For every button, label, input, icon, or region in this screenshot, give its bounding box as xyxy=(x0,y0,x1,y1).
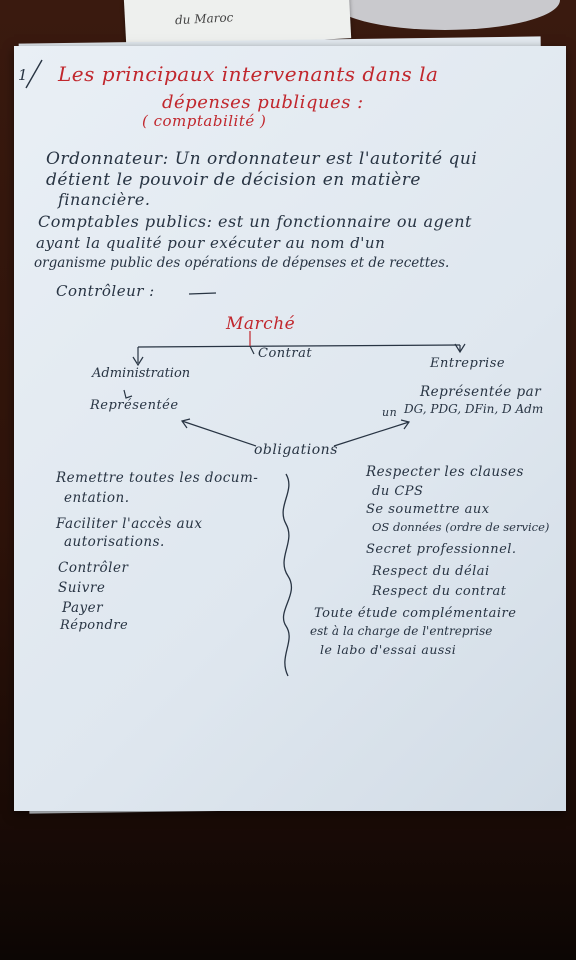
title-line-1: Les principaux intervenants dans la xyxy=(58,62,439,86)
obligation-left-line xyxy=(181,420,257,447)
diagram-obligations: obligations xyxy=(254,442,338,458)
left-item-1-line-1: Remettre toutes les docum- xyxy=(56,470,259,486)
title-line-3: ( comptabilité ) xyxy=(142,112,267,130)
diagram-right-prefix: un xyxy=(382,406,398,419)
left-item-2-line-2: autorisations. xyxy=(64,534,165,550)
obligation-right-arrow xyxy=(400,419,411,430)
tree-center-drop xyxy=(249,345,255,355)
left-item-4: Suivre xyxy=(58,580,106,596)
left-item-5: Payer xyxy=(62,600,104,616)
right-item-1-line-1: Respecter les clauses xyxy=(366,464,524,480)
tree-left-arrow xyxy=(132,356,144,367)
controleur-dash xyxy=(188,292,217,295)
controleur-label: Contrôleur : xyxy=(56,282,155,300)
tree-right-arrow xyxy=(454,343,466,354)
diagram-right-sub-1: Représentée par xyxy=(420,384,542,400)
right-item-2-line-2: OS données (ordre de service) xyxy=(372,520,550,534)
diagram-center: Contrat xyxy=(258,346,313,361)
comptables-line-3: organisme public des opérations de dépen… xyxy=(34,255,450,271)
note-text: du Maroc xyxy=(174,10,234,28)
right-item-5: Respect du contrat xyxy=(372,584,507,599)
right-item-2-line-1: Se soumettre aux xyxy=(366,502,490,517)
diagram-right-sub-2: DG, PDG, DFin, D Adm xyxy=(404,402,544,416)
left-item-3: Contrôler xyxy=(58,560,129,576)
diagram-right-node: Entreprise xyxy=(430,356,506,371)
admin-to-rep-arrow xyxy=(123,389,133,399)
wavy-divider xyxy=(282,473,293,677)
diagram-left-sub: Représentée xyxy=(90,398,179,413)
left-item-6: Répondre xyxy=(60,618,129,633)
diagram-lines xyxy=(25,59,466,677)
section-slash xyxy=(25,59,43,89)
notebook-page: 1 Les principaux intervenants dans la dé… xyxy=(14,46,566,811)
diagram-root: Marché xyxy=(226,314,296,334)
comptables-line-1: Comptables publics: est un fonctionnaire… xyxy=(38,212,472,231)
right-note-line-2: est à la charge de l'entreprise xyxy=(310,624,493,638)
right-item-4: Respect du délai xyxy=(372,564,490,579)
desk-object xyxy=(330,0,560,30)
obligation-left-arrow xyxy=(180,418,191,429)
left-item-1-line-2: entation. xyxy=(64,490,130,506)
right-note-line-1: Toute étude complémentaire xyxy=(314,606,517,621)
section-number: 1 xyxy=(18,66,29,84)
ordonnateur-line-2: détient le pouvoir de décision en matièr… xyxy=(46,170,421,190)
title-line-2: dépenses publiques : xyxy=(162,92,364,113)
left-item-2-line-1: Faciliter l'accès aux xyxy=(56,516,203,532)
right-item-3: Secret professionnel. xyxy=(366,542,517,557)
right-note-line-3: le labo d'essai aussi xyxy=(320,642,457,657)
comptables-line-2: ayant la qualité pour exécuter au nom d'… xyxy=(36,234,386,252)
obligation-right-line xyxy=(333,421,410,447)
tree-horizontal xyxy=(137,344,461,348)
right-item-1-line-2: du CPS xyxy=(372,484,424,499)
ordonnateur-line-3: financière. xyxy=(58,190,151,209)
diagram-left-node: Administration xyxy=(92,366,191,381)
ordonnateur-line-1: Ordonnateur: Un ordonnateur est l'autori… xyxy=(46,149,478,169)
